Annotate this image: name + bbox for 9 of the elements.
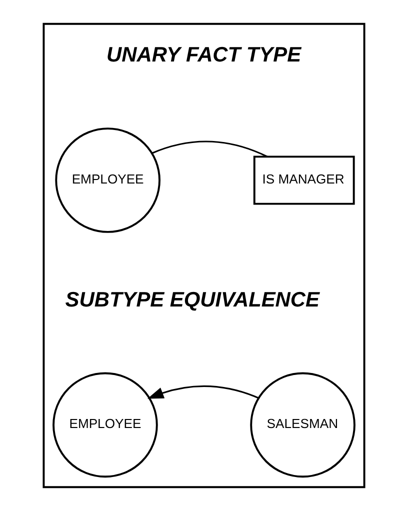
arrow xyxy=(147,385,259,399)
connector xyxy=(152,140,268,158)
node-box: IS MANAGER xyxy=(253,156,355,205)
label: SUBTYPE EQUIVALENCE xyxy=(65,288,320,312)
label: UNARY FACT TYPE xyxy=(106,44,302,67)
node-circle: EMPLOYEE xyxy=(55,128,160,233)
node-circle: SALESMAN xyxy=(250,372,356,478)
cluster xyxy=(42,22,366,488)
node-circle: EMPLOYEE xyxy=(52,372,158,478)
